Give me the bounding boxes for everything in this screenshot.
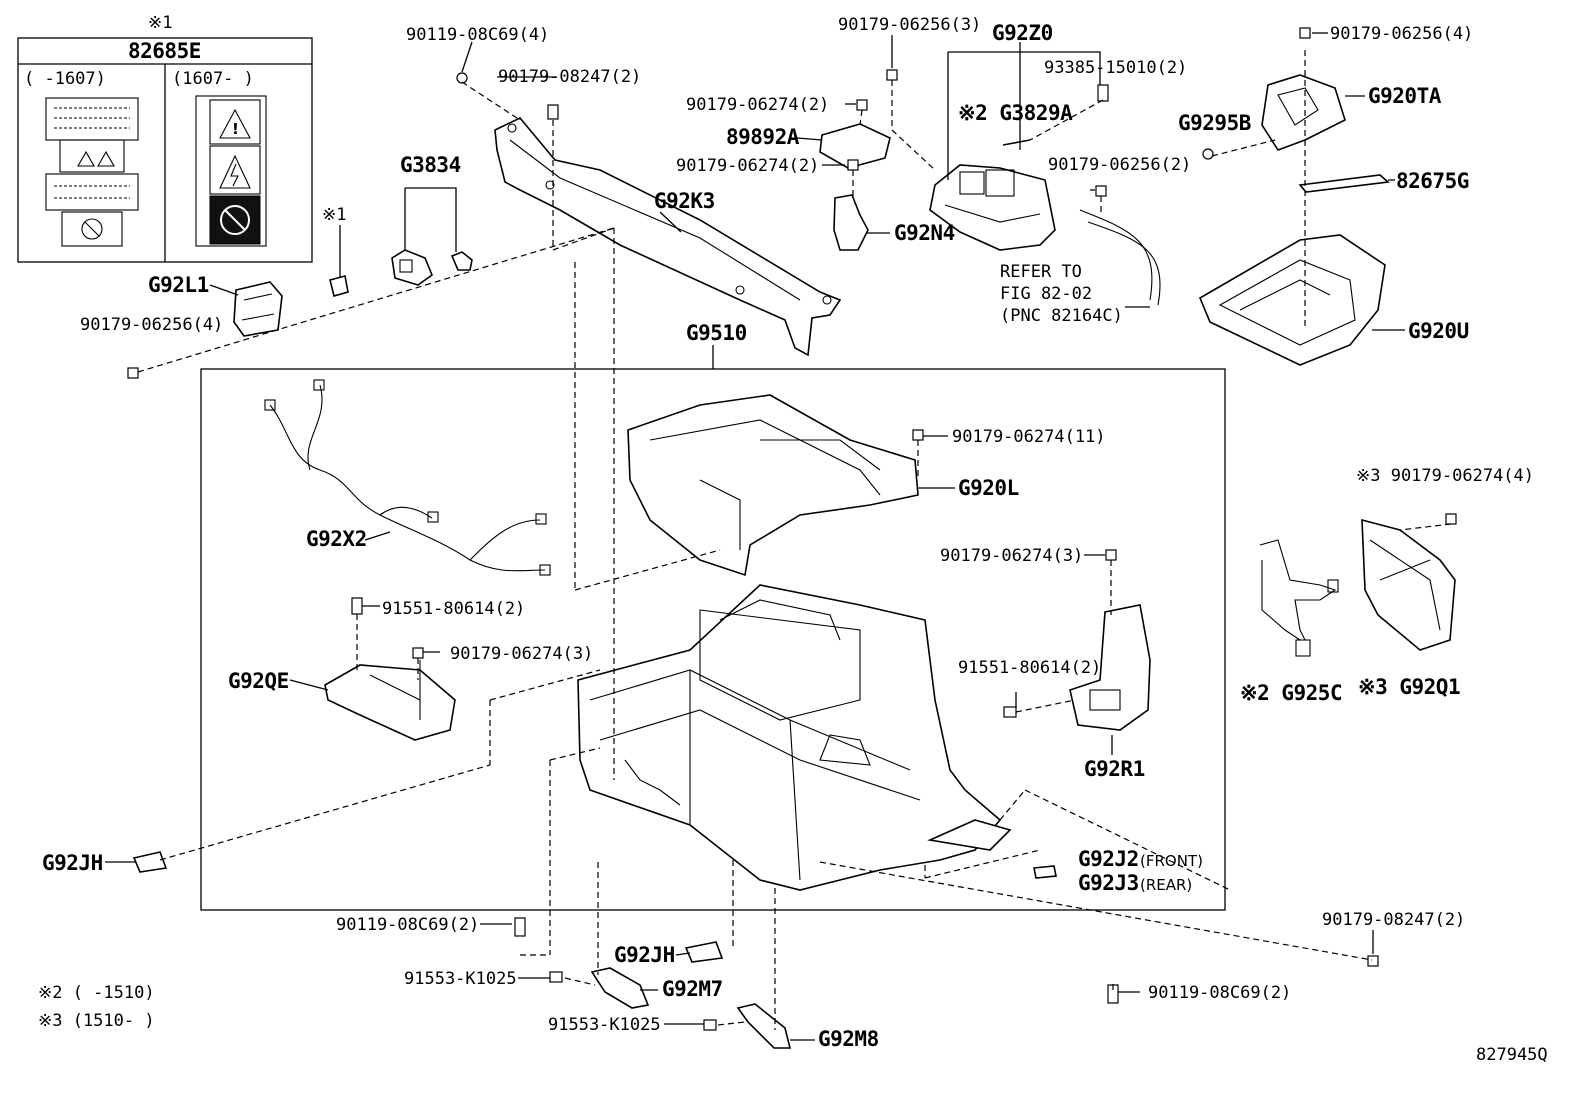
label-G92M7: G92M7 xyxy=(662,977,723,1001)
refer-line1: REFER TO xyxy=(1000,262,1082,282)
label-G92Z0: G92Z0 xyxy=(992,21,1053,45)
label-90179-06274-4: ※3 90179-06274(4) xyxy=(1356,466,1534,486)
label-G92J2-front: (FRONT) xyxy=(1140,852,1203,870)
part-labels: 90119-08C69(4) 90179-08247(2) 90179-0625… xyxy=(38,15,1548,1065)
label-G92Q1: ※3 G92Q1 xyxy=(1358,675,1460,699)
note-3: ※3 (1510- ) xyxy=(38,1011,155,1031)
label-90179-06256-4-l: 90179-06256(4) xyxy=(80,315,223,335)
no-fire-icon xyxy=(81,218,103,240)
label-G92JH-left: G92JH xyxy=(42,851,103,875)
warning-triangle-icon xyxy=(97,150,115,167)
upper-cover-G920L-part xyxy=(627,394,919,577)
label-G92QE: G92QE xyxy=(228,669,289,693)
ecu-module-part xyxy=(819,123,891,251)
label-90119-08C69-4: 90119-08C69(4) xyxy=(406,25,549,45)
label-G92N4: G92N4 xyxy=(894,221,955,245)
label-90179-08247-2-r: 90179-08247(2) xyxy=(1322,910,1465,930)
label-90179-06256-4-tr: 90179-06256(4) xyxy=(1330,24,1473,44)
warning-label-box: ※1 82685E ( -1607) (1607- ) xyxy=(17,13,313,263)
label-G92K3: G92K3 xyxy=(654,189,715,213)
label-G920U: G920U xyxy=(1408,319,1469,343)
high-voltage-icon xyxy=(219,154,251,189)
refer-line3: (PNC 82164C) xyxy=(1000,306,1123,326)
label-G92JH-bottom: G92JH xyxy=(614,943,675,967)
legend-left-range: ( -1607) xyxy=(24,69,106,89)
label-90119-08C69-2-l: 90119-08C69(2) xyxy=(336,915,479,935)
refer-line2: FIG 82-02 xyxy=(1000,284,1092,304)
warning-triangle-icon xyxy=(219,108,251,139)
label-G920TA: G920TA xyxy=(1368,84,1442,108)
cover-plate-part xyxy=(233,281,283,337)
label-90179-06274-2-b: 90179-06274(2) xyxy=(676,156,819,176)
pad-G92J2-part xyxy=(1033,865,1057,879)
label-leaders xyxy=(105,32,1405,1041)
wire-harness-G92X2-part xyxy=(264,379,551,576)
label-90179-06274-3-l: 90179-06274(3) xyxy=(450,644,593,664)
bracket-G92M7-part xyxy=(590,967,650,1009)
label-90119-08C69-2-r: 90119-08C69(2) xyxy=(1148,983,1291,1003)
label-G92X2: G92X2 xyxy=(306,527,367,551)
label-91551-80614-2-r: 91551-80614(2) xyxy=(958,658,1101,678)
label-90179-08247-2-top: 90179-08247(2) xyxy=(498,67,641,87)
label-91551-80614-2-l: 91551-80614(2) xyxy=(382,599,525,619)
label-90179-06256-2: 90179-06256(2) xyxy=(1048,155,1191,175)
junction-block-part xyxy=(929,42,1101,251)
label-G92M8: G92M8 xyxy=(818,1027,879,1051)
note-2: ※2 ( -1510) xyxy=(38,983,155,1003)
label-G920L: G920L xyxy=(958,476,1019,500)
label-90179-06274-11: 90179-06274(11) xyxy=(952,427,1106,447)
label-G92J3-rear: (REAR) xyxy=(1140,876,1192,894)
upper-bracket-part xyxy=(494,117,842,357)
label-G92L1: G92L1 xyxy=(148,273,209,297)
bracket-G92QE-part xyxy=(324,660,456,741)
label-91553-K1025-b: 91553-K1025 xyxy=(548,1015,661,1035)
label-90179-06274-3-r: 90179-06274(3) xyxy=(940,546,1083,566)
insulator-G92JH-part xyxy=(132,851,168,873)
label-G3829A: ※2 G3829A xyxy=(958,101,1073,125)
bracket-G920TA-part xyxy=(1261,74,1346,151)
leader-lines xyxy=(137,80,1452,1030)
label-89892A: 89892A xyxy=(726,125,800,149)
label-G3834: G3834 xyxy=(400,153,461,177)
caution-sticker-new: ! xyxy=(195,95,267,247)
battery-tray-G920U-part xyxy=(1198,50,1386,366)
bracket-G92R1-part xyxy=(1069,604,1151,731)
cover-G92Q1-part xyxy=(1361,518,1456,651)
legend-part-number: 82685E xyxy=(128,39,201,63)
label-G92J2: G92J2 xyxy=(1078,847,1139,871)
shim-82675G-part xyxy=(1298,174,1390,193)
svg-text:!: ! xyxy=(232,120,239,138)
label-G9295B: G9295B xyxy=(1178,111,1251,135)
hybrid-battery-assembly-part xyxy=(577,584,1012,891)
harness-G925C-part xyxy=(1259,539,1339,657)
label-G92R1: G92R1 xyxy=(1084,757,1145,781)
label-90179-06256-3: 90179-06256(3) xyxy=(838,15,981,35)
connector-clip-part xyxy=(391,187,473,286)
label-91553-K1025-a: 91553-K1025 xyxy=(404,969,517,989)
fasteners xyxy=(127,27,1457,1031)
legend-right-range: (1607- ) xyxy=(172,69,254,89)
legend-note-mark: ※1 xyxy=(148,13,172,33)
label-90179-06274-2-a: 90179-06274(2) xyxy=(686,95,829,115)
label-G925C: ※2 G925C xyxy=(1240,681,1342,705)
warning-triangle-icon xyxy=(77,150,95,167)
label-G92J3: G92J3 xyxy=(1078,871,1139,895)
label-93385-15010-2: 93385-15010(2) xyxy=(1044,58,1187,78)
label-82675G: 82675G xyxy=(1396,169,1469,193)
insulator-G92JH-part xyxy=(684,941,724,963)
label-G9510: G9510 xyxy=(686,321,747,345)
label-note1: ※1 xyxy=(322,205,346,225)
figure-code: 827945Q xyxy=(1476,1045,1548,1065)
small-label-part xyxy=(329,275,349,297)
bracket-G92M8-part xyxy=(736,1003,792,1049)
caution-sticker-old xyxy=(45,97,139,247)
